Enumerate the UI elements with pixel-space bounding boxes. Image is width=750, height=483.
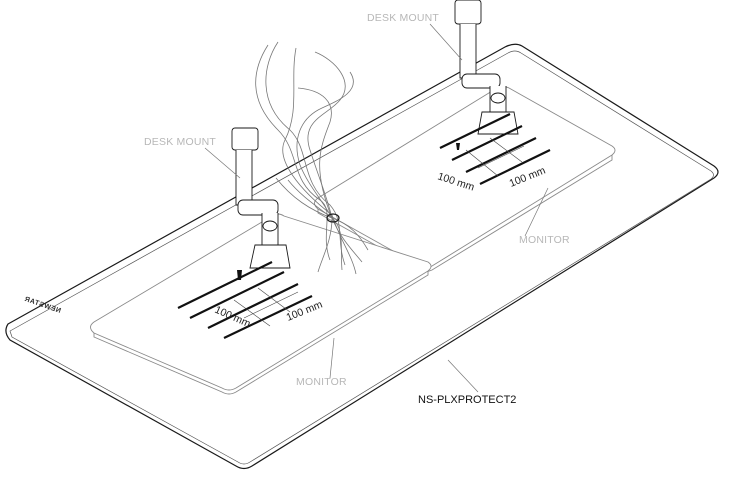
model-number: NS-PLXPROTECT2 — [418, 394, 516, 406]
desk-mount-left — [231, 127, 291, 269]
vesa-thin-lines-right — [465, 137, 525, 177]
vesa-arms-right — [439, 113, 551, 185]
desk-mount-right — [454, 0, 519, 135]
vesa-thin-lines-left — [233, 287, 299, 327]
screw-icon-right — [456, 143, 460, 150]
cable-tie — [326, 213, 340, 223]
screw-icon-left — [237, 270, 242, 280]
protector-plate — [5, 43, 719, 470]
cable-bundle — [255, 41, 369, 275]
monitor-label-right: MONITOR — [519, 234, 570, 246]
desk-mount-label-top: DESK MOUNT — [367, 12, 439, 24]
desk-mount-label-left: DESK MOUNT — [144, 136, 216, 148]
monitor-label-left: MONITOR — [296, 376, 347, 388]
vesa-arms-left — [177, 261, 313, 339]
leader-lines — [204, 23, 549, 393]
